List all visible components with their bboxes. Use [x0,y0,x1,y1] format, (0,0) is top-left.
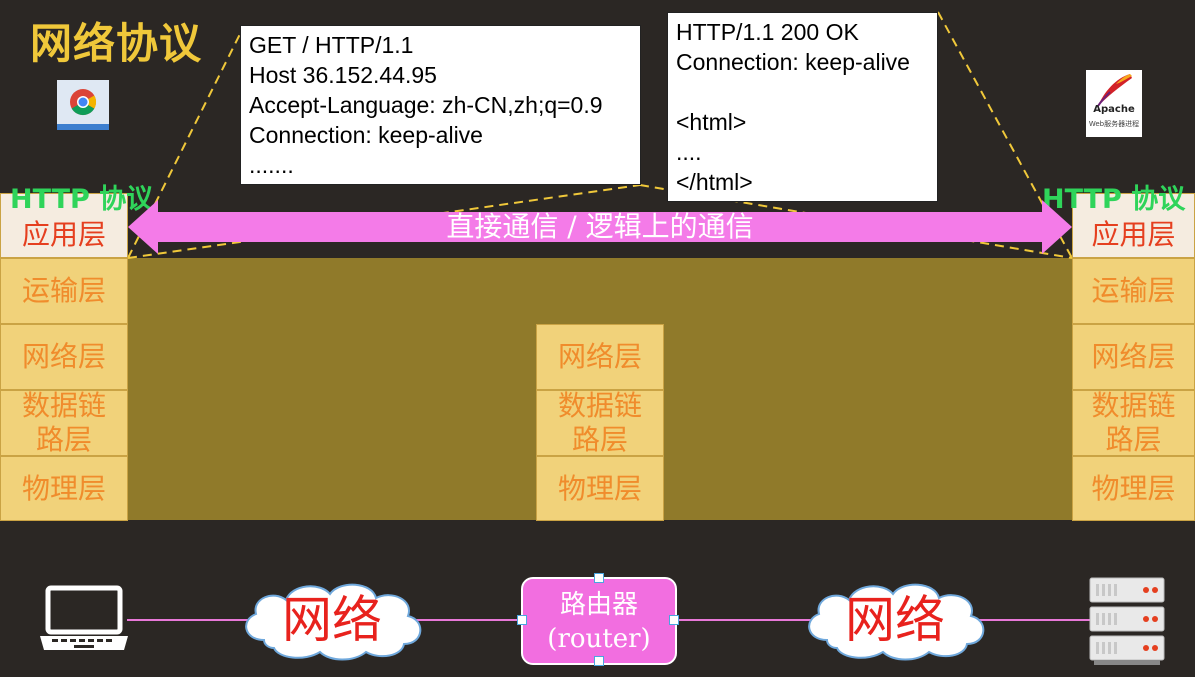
client-network-label: 网络层 [21,340,106,373]
client-physical-label: 物理层 [21,471,106,505]
router-network-layer: 网络层 [536,324,664,390]
server-physical-label: 物理层 [1091,471,1176,505]
apache-feather-icon [1097,74,1132,107]
server-physical-layer: 物理层 [1072,456,1195,521]
client-http-protocol-label: HTTP 协议 [10,184,154,215]
router-datalink-layer: 数据链路层 [536,389,664,456]
client-physical-layer: 物理层 [0,456,128,521]
http-response-message: HTTP/1.1 200 OK Connection: keep-alive <… [667,12,938,202]
router-box[interactable]: 路由器 (router) [521,577,677,665]
server-application-layer: 应用层 [1072,193,1195,258]
router-handle-top[interactable] [594,573,604,583]
server-datalink-label: 数据链路层 [1091,389,1176,456]
server-rack-icon [1089,577,1165,665]
router-physical-layer: 物理层 [536,456,664,521]
cloud-right-icon [808,583,985,661]
apache-caption: Web服务器进程 [1088,120,1140,128]
router-network-label: 网络层 [557,340,642,373]
client-network-layer: 网络层 [0,324,128,390]
client-transport-layer: 运输层 [0,258,128,324]
cloud-left-icon [245,583,422,661]
router-datalink-label: 数据链路层 [557,389,642,456]
server-datalink-layer: 数据链路层 [1072,389,1195,456]
http-request-message: GET / HTTP/1.1 Host 36.152.44.95 Accept-… [240,25,641,185]
apache-server-icon: Apache Web服务器进程 [1086,70,1142,137]
client-datalink-label: 数据链路层 [21,389,106,456]
server-transport-label: 运输层 [1091,274,1176,307]
router-label-line2: (router) [547,624,651,654]
router-physical-label: 物理层 [557,471,642,505]
server-network-label: 网络层 [1091,340,1176,373]
laptop-icon [40,585,128,650]
direct-communication-label: 直接通信 / 逻辑上的通信 [446,210,754,243]
cloud-left-label: 网络 [282,591,382,649]
client-transport-label: 运输层 [21,274,106,307]
server-application-label: 应用层 [1091,217,1176,251]
cloud-right-label: 网络 [845,591,945,649]
client-application-layer: 应用层 [0,193,128,258]
chrome-browser-icon [57,80,109,130]
server-transport-layer: 运输层 [1072,258,1195,324]
router-handle-left[interactable] [517,615,527,625]
router-handle-right[interactable] [669,615,679,625]
apache-brand-label: Apache [1093,104,1135,115]
router-label-line1: 路由器 [559,590,638,620]
page-title: 网络协议 [30,19,203,68]
client-datalink-layer: 数据链路层 [0,389,128,456]
chrome-logo [57,89,109,130]
server-http-protocol-label: HTTP 协议 [1042,184,1186,215]
router-handle-bottom[interactable] [594,656,604,666]
client-application-label: 应用层 [21,217,106,251]
